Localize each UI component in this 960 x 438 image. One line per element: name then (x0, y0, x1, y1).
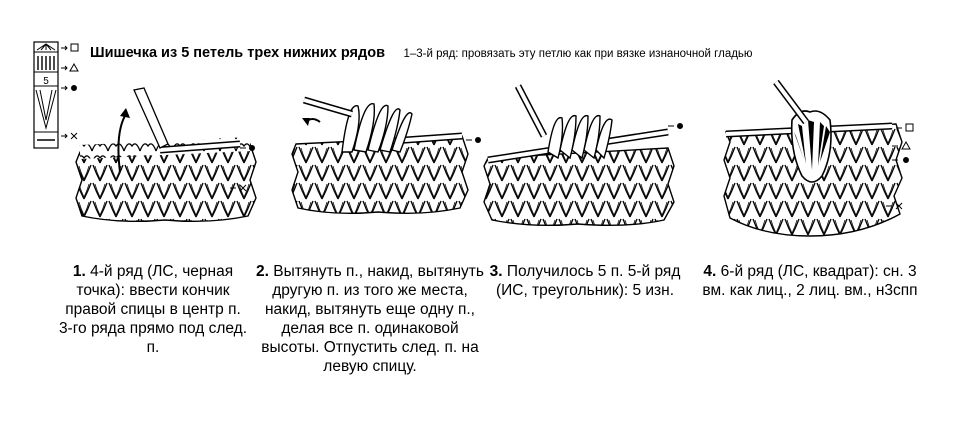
step-4-number: 4. (703, 263, 717, 280)
step-3-illustration (478, 84, 688, 252)
step-2-caption: 2. Вытянуть п., накид, вытянуть другую п… (255, 262, 485, 376)
step-3-number: 3. (489, 263, 503, 280)
step-4-illustration (720, 79, 930, 252)
diagram-title: Шишечка из 5 петель трех нижних рядов (90, 45, 385, 61)
step-4-text: 6-й ряд (ЛС, квадрат): сн. 3 вм. как лиц… (702, 263, 918, 299)
step-2-text: Вытянуть п., накид, вытянуть другую п. и… (261, 263, 484, 375)
step-1-number: 1. (72, 263, 86, 280)
stitch-chart: 5 (33, 41, 79, 149)
step-2-illustration (282, 92, 492, 252)
step-4-caption: 4. 6-й ряд (ЛС, квадрат): сн. 3 вм. как … (690, 262, 930, 300)
legend-number: 5 (43, 76, 49, 87)
step-1-caption: 1. 4-й ряд (ЛС, черная точка): ввести ко… (58, 262, 248, 357)
step-3-text: Получилось 5 п. 5-й ряд (ИС, треугольник… (495, 263, 681, 299)
step-1-illustration (60, 87, 270, 252)
step-2-number: 2. (256, 263, 269, 280)
step-3-caption: 3. Получилось 5 п. 5-й ряд (ИС, треуголь… (480, 262, 690, 300)
header: Шишечка из 5 петель трех нижних рядов 1–… (90, 44, 753, 62)
step-1-text: 4-й ряд (ЛС, черная точка): ввести кончи… (58, 263, 248, 356)
diagram-subtitle: 1–3-й ряд: провязать эту петлю как при в… (403, 48, 753, 60)
stitch-chart-legend: 5 (28, 40, 88, 157)
